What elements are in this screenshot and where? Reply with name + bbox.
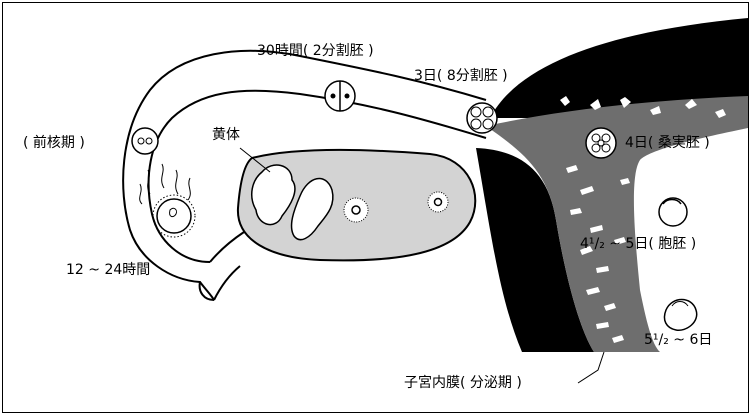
endometrial-glands [560,96,726,343]
blastocyst [658,197,688,227]
label-endometrium: 子宮内膜( 分泌期 ) [404,375,522,391]
corpus-luteum-leader [239,147,271,173]
eight-cell-embryo [466,102,498,134]
fertilized-egg [152,194,196,238]
follicles [343,191,449,223]
fallopian-tube-outer [122,49,487,301]
label-blastocyst: 4¹/₂ ~ 5日( 胞胚 ) [580,236,697,252]
fimbriae [198,231,245,301]
label-corpus-luteum: 黄体 [212,127,240,143]
pronuclear-cell [131,127,159,155]
label-fertilization: 12 ~ 24時間 [66,262,151,278]
morula [585,127,617,159]
two-cell-embryo [324,80,356,112]
label-pronuclear: ( 前核期 ) [23,135,85,151]
label-implantation: 5¹/₂ ~ 6日 [644,332,713,348]
implanting-blastocyst [663,298,698,331]
endometrium [486,96,748,352]
label-two-cell: 30時間( 2分割胚 ) [257,43,374,59]
sperm-cells [139,163,191,205]
label-morula: 4日( 桑実胚 ) [625,135,710,151]
endometrium-leader [577,351,605,384]
corpus-luteum [250,164,334,241]
myometrium-lower [476,148,594,352]
label-eight-cell: 3日( 8分割胚 ) [414,68,508,84]
myometrium-upper [490,18,748,118]
